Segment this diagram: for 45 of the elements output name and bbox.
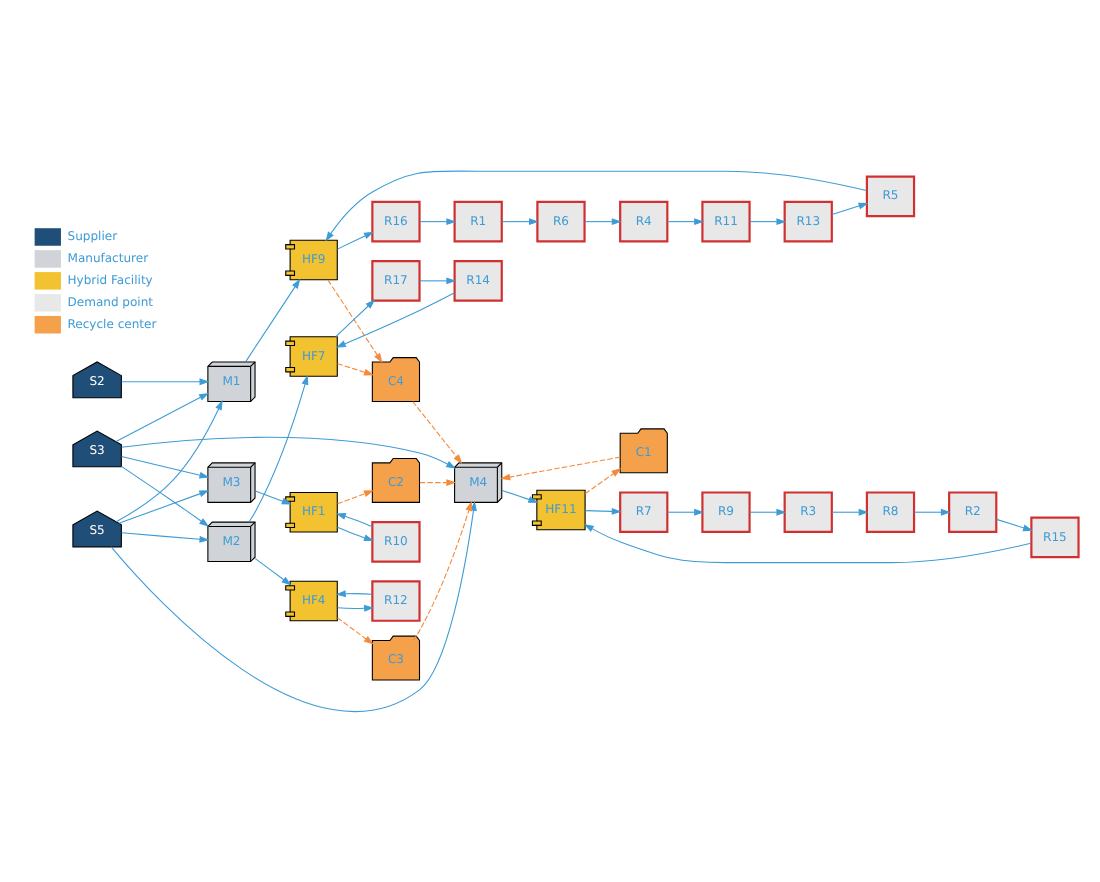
arrow [500, 456, 621, 481]
arrow [121, 532, 210, 543]
arrow [336, 617, 374, 645]
arrow [419, 479, 457, 487]
arrow [121, 378, 210, 386]
arrow [412, 401, 463, 465]
arrow [335, 513, 373, 528]
arrow [584, 507, 622, 515]
arrow [248, 374, 309, 523]
arrow [336, 363, 374, 376]
arrow [336, 604, 374, 612]
arrow [335, 590, 373, 598]
arrow [110, 501, 477, 712]
arrow [419, 218, 457, 226]
arrow [121, 436, 456, 469]
arrow [412, 500, 473, 641]
arrow [749, 508, 787, 516]
arrow [913, 508, 951, 516]
arrow [121, 455, 210, 479]
arrow [115, 400, 223, 523]
arrow [831, 508, 869, 516]
arrow [996, 518, 1033, 532]
arrow [245, 278, 301, 363]
arrow [419, 277, 457, 285]
arrow [327, 279, 383, 363]
arrow [584, 218, 622, 226]
arrow [584, 468, 622, 495]
arrow [335, 299, 376, 338]
arrow [325, 170, 867, 242]
arrow [254, 490, 292, 505]
arrow [501, 218, 539, 226]
arrow [336, 231, 374, 250]
arrow [118, 490, 210, 524]
arrow [254, 558, 292, 586]
arrow [115, 392, 209, 443]
arrow [667, 218, 705, 226]
arrow [120, 465, 210, 527]
arrow [749, 218, 787, 226]
arrow [336, 490, 374, 505]
arrow [583, 524, 1032, 564]
arrow [667, 508, 705, 516]
arrow [336, 526, 374, 542]
arrow [335, 292, 456, 348]
arrow [831, 202, 869, 216]
arrow [501, 489, 539, 503]
